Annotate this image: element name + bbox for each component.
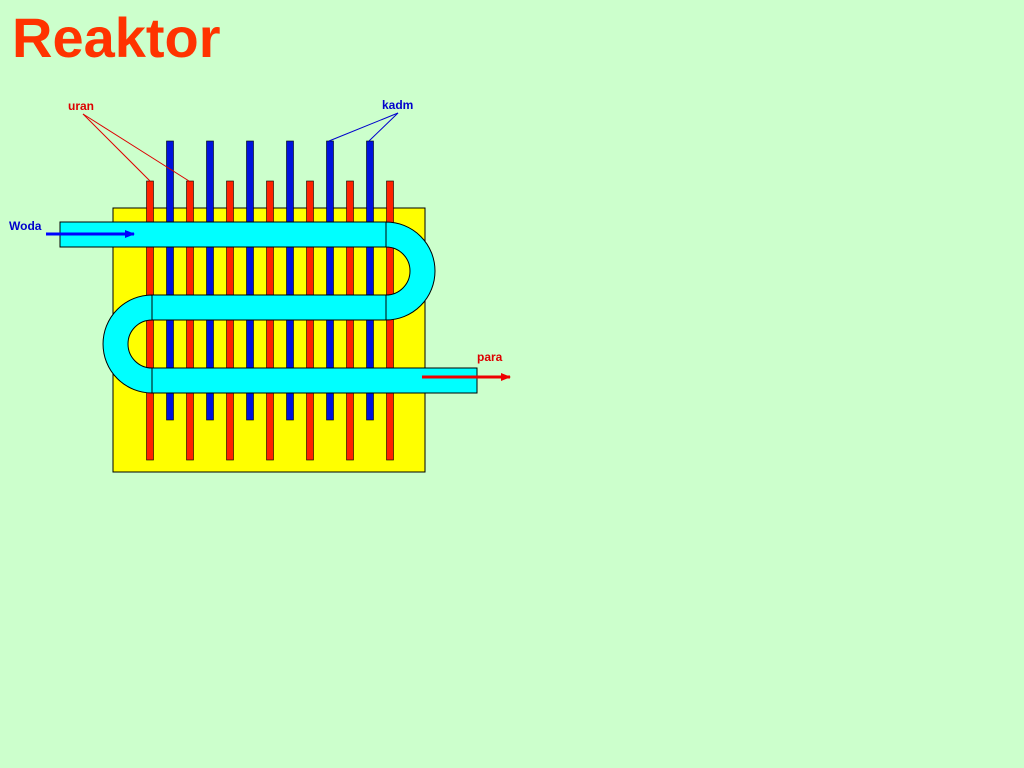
cadmium-leader-2 (368, 112, 399, 142)
uranium-label: uran (68, 99, 94, 113)
cadmium-rod (246, 140, 254, 421)
uranium-leader-lines (82, 113, 190, 182)
uranium-leader-2 (82, 113, 190, 182)
pipe-segment-middle (151, 294, 387, 321)
page-title: Reaktor (12, 6, 221, 69)
steam-label: para (477, 350, 503, 364)
cadmium-leader-lines (328, 112, 399, 142)
cadmium-rod (166, 140, 174, 421)
pipe-bend-right (385, 221, 436, 321)
pipe-bend-left (102, 294, 153, 394)
cadmium-rod (286, 140, 294, 421)
water-label: Woda (9, 219, 42, 233)
cadmium-leader-1 (328, 112, 399, 142)
pipe-segment-bottom (151, 367, 478, 394)
cadmium-label: kadm (382, 98, 413, 112)
cadmium-rod (206, 140, 214, 421)
uranium-leader-1 (82, 113, 151, 182)
cadmium-rod (366, 140, 374, 421)
